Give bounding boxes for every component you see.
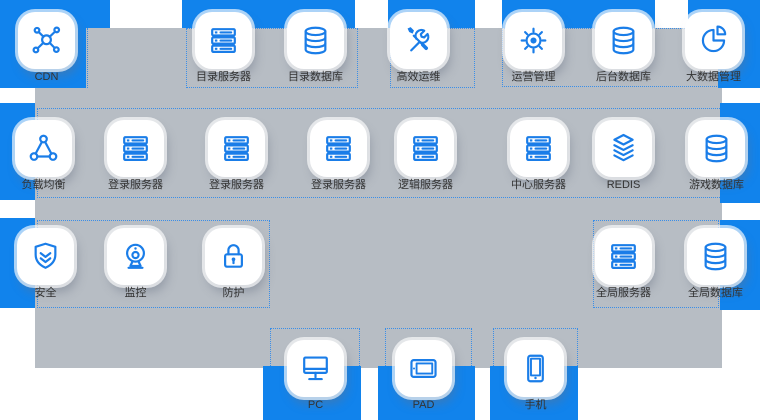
server-rack-icon — [326, 136, 351, 161]
node-global-server — [595, 228, 652, 285]
node-label-cdn: CDN — [34, 71, 59, 83]
node-ops-management — [505, 12, 562, 69]
node-center-server — [510, 120, 567, 177]
database-icon — [304, 26, 327, 55]
node-label-security: 安全 — [34, 287, 57, 299]
node-label-logic-server: 逻辑服务器 — [398, 179, 453, 191]
server-rack-icon — [123, 136, 148, 161]
node-label-load-balancer: 负载均衡 — [21, 179, 66, 191]
node-label-dir-server: 目录服务器 — [196, 71, 251, 83]
node-pad — [395, 340, 452, 397]
webcam-icon — [126, 243, 145, 269]
network-hub-icon — [32, 26, 61, 54]
node-load-balancer — [15, 120, 72, 177]
tools-icon — [407, 27, 430, 52]
node-label-login-server-2: 登录服务器 — [209, 179, 264, 191]
node-label-login-server-1: 登录服务器 — [108, 179, 163, 191]
diagram-canvas — [35, 28, 722, 368]
node-monitoring — [107, 228, 164, 285]
node-label-dir-database: 目录数据库 — [288, 71, 343, 83]
node-backend-db — [595, 12, 652, 69]
node-pc — [287, 340, 344, 397]
node-label-ops-efficiency: 高效运维 — [396, 71, 441, 83]
node-label-backend-db: 后台数据库 — [596, 71, 651, 83]
node-protection — [205, 228, 262, 285]
layers-icon — [613, 133, 634, 162]
shield-icon — [34, 242, 57, 269]
node-label-monitoring: 监控 — [124, 287, 147, 299]
triangle-network-icon — [29, 134, 58, 161]
node-dir-database — [287, 12, 344, 69]
server-rack-icon — [211, 28, 236, 53]
node-login-server-2 — [208, 120, 265, 177]
server-rack-icon — [413, 136, 438, 161]
node-label-global-db: 全局数据库 — [688, 287, 743, 299]
node-ops-efficiency — [390, 12, 447, 69]
node-label-login-server-3: 登录服务器 — [311, 179, 366, 191]
node-label-redis: REDIS — [606, 179, 641, 191]
tablet-icon — [410, 359, 437, 378]
server-rack-icon — [611, 244, 636, 269]
server-rack-icon — [224, 136, 249, 161]
node-game-database — [688, 120, 745, 177]
node-label-mobile: 手机 — [524, 399, 547, 411]
database-icon — [705, 134, 728, 163]
node-label-protection: 防护 — [222, 287, 245, 299]
node-label-global-server: 全局服务器 — [596, 287, 651, 299]
node-label-game-database: 游戏数据库 — [689, 179, 744, 191]
node-label-pc: PC — [307, 399, 324, 411]
node-redis — [595, 120, 652, 177]
lock-icon — [224, 244, 243, 268]
group-directory — [186, 28, 358, 88]
node-label-pad: PAD — [412, 399, 435, 411]
gear-icon — [520, 27, 547, 54]
database-icon — [612, 26, 635, 55]
database-icon — [704, 242, 727, 271]
node-dir-server — [195, 12, 252, 69]
phone-icon — [527, 354, 544, 383]
node-label-bigdata-mgmt: 大数据管理 — [686, 71, 741, 83]
node-label-ops-management: 运营管理 — [511, 71, 556, 83]
node-global-db — [687, 228, 744, 285]
node-bigdata-mgmt — [685, 12, 742, 69]
node-cdn — [18, 12, 75, 69]
node-mobile — [507, 340, 564, 397]
node-security — [17, 228, 74, 285]
node-login-server-3 — [310, 120, 367, 177]
node-label-center-server: 中心服务器 — [511, 179, 566, 191]
pie-chart-icon — [701, 25, 727, 53]
node-login-server-1 — [107, 120, 164, 177]
server-rack-icon — [526, 136, 551, 161]
monitor-icon — [303, 356, 328, 381]
node-logic-server — [397, 120, 454, 177]
